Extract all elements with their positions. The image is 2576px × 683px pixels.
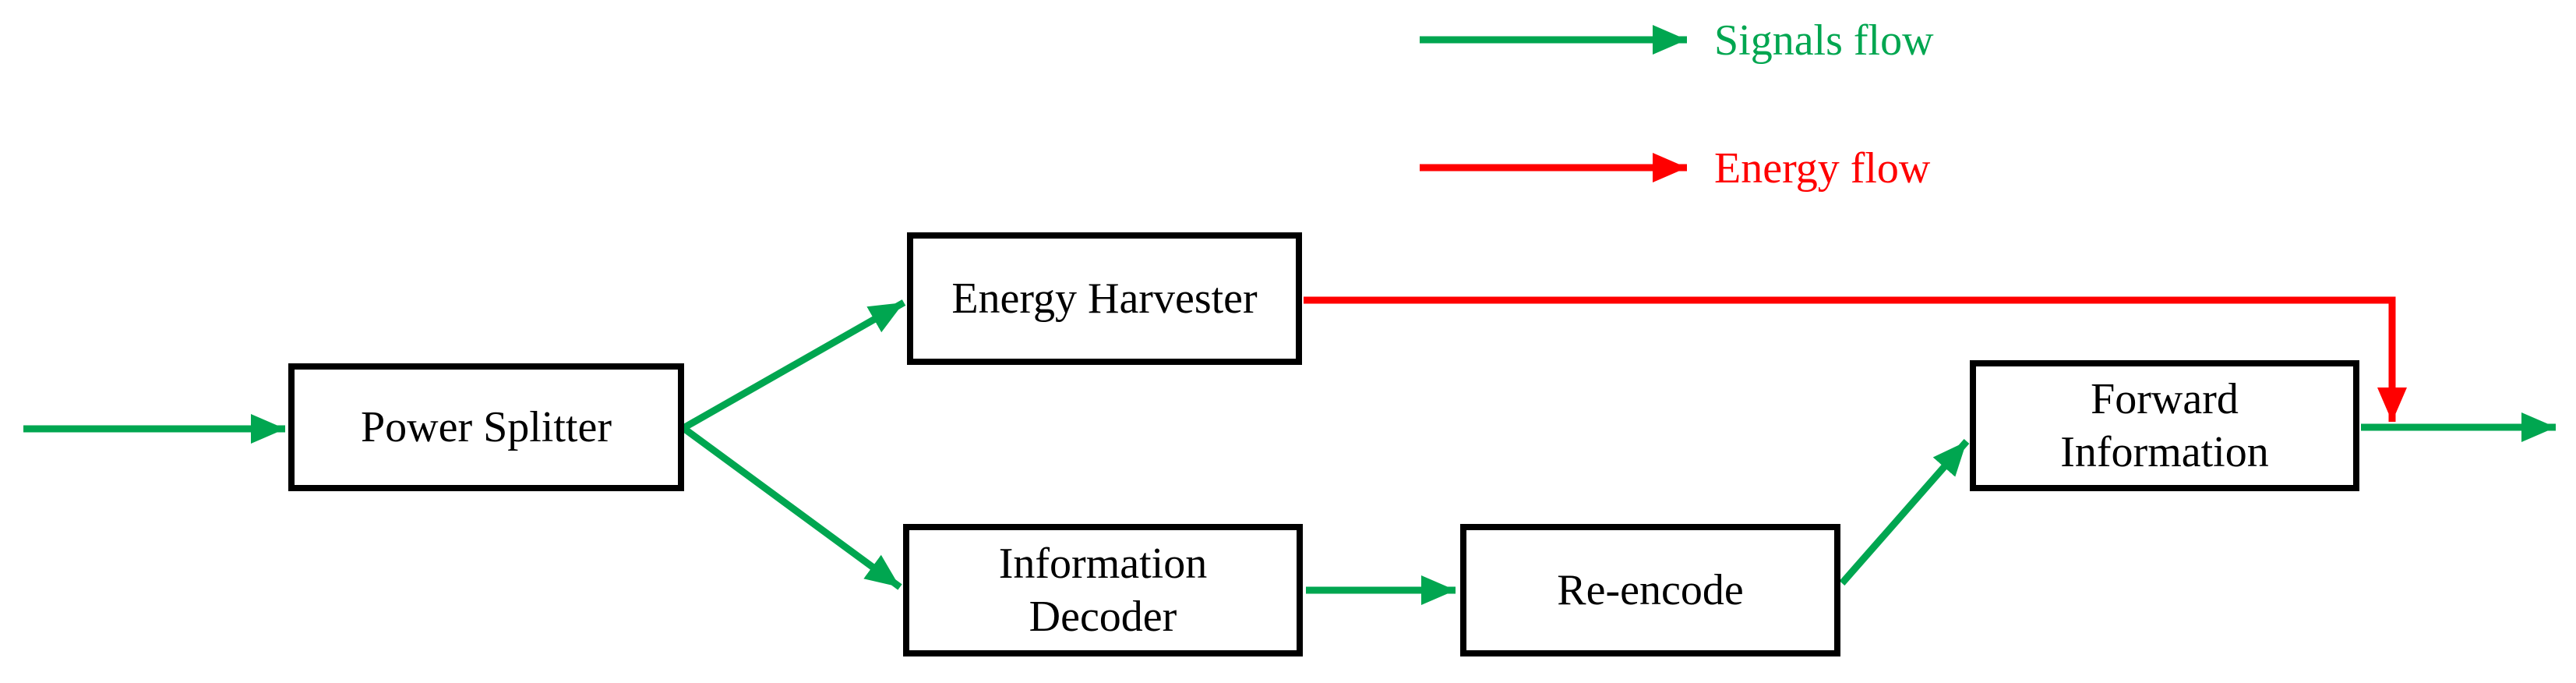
edge-power-splitter-to-information-decoder: [681, 425, 902, 590]
node-forward-information: Forward Information: [1970, 360, 2359, 491]
edge-energy-harvester-to-output-junction: [1304, 296, 2407, 422]
edge-power-splitter-to-energy-harvester: [681, 299, 906, 431]
legend-energy-label: Energy flow: [1714, 144, 1931, 193]
node-energy-harvester: Energy Harvester: [907, 232, 1302, 365]
node-information-decoder: Information Decoder: [903, 524, 1303, 656]
edge-re-encode-to-forward-information: [1839, 439, 1970, 586]
legend-signals-label: Signals flow: [1714, 16, 1934, 65]
node-power-splitter: Power Splitter: [288, 363, 684, 491]
node-re-encode: Re-encode: [1460, 524, 1840, 656]
